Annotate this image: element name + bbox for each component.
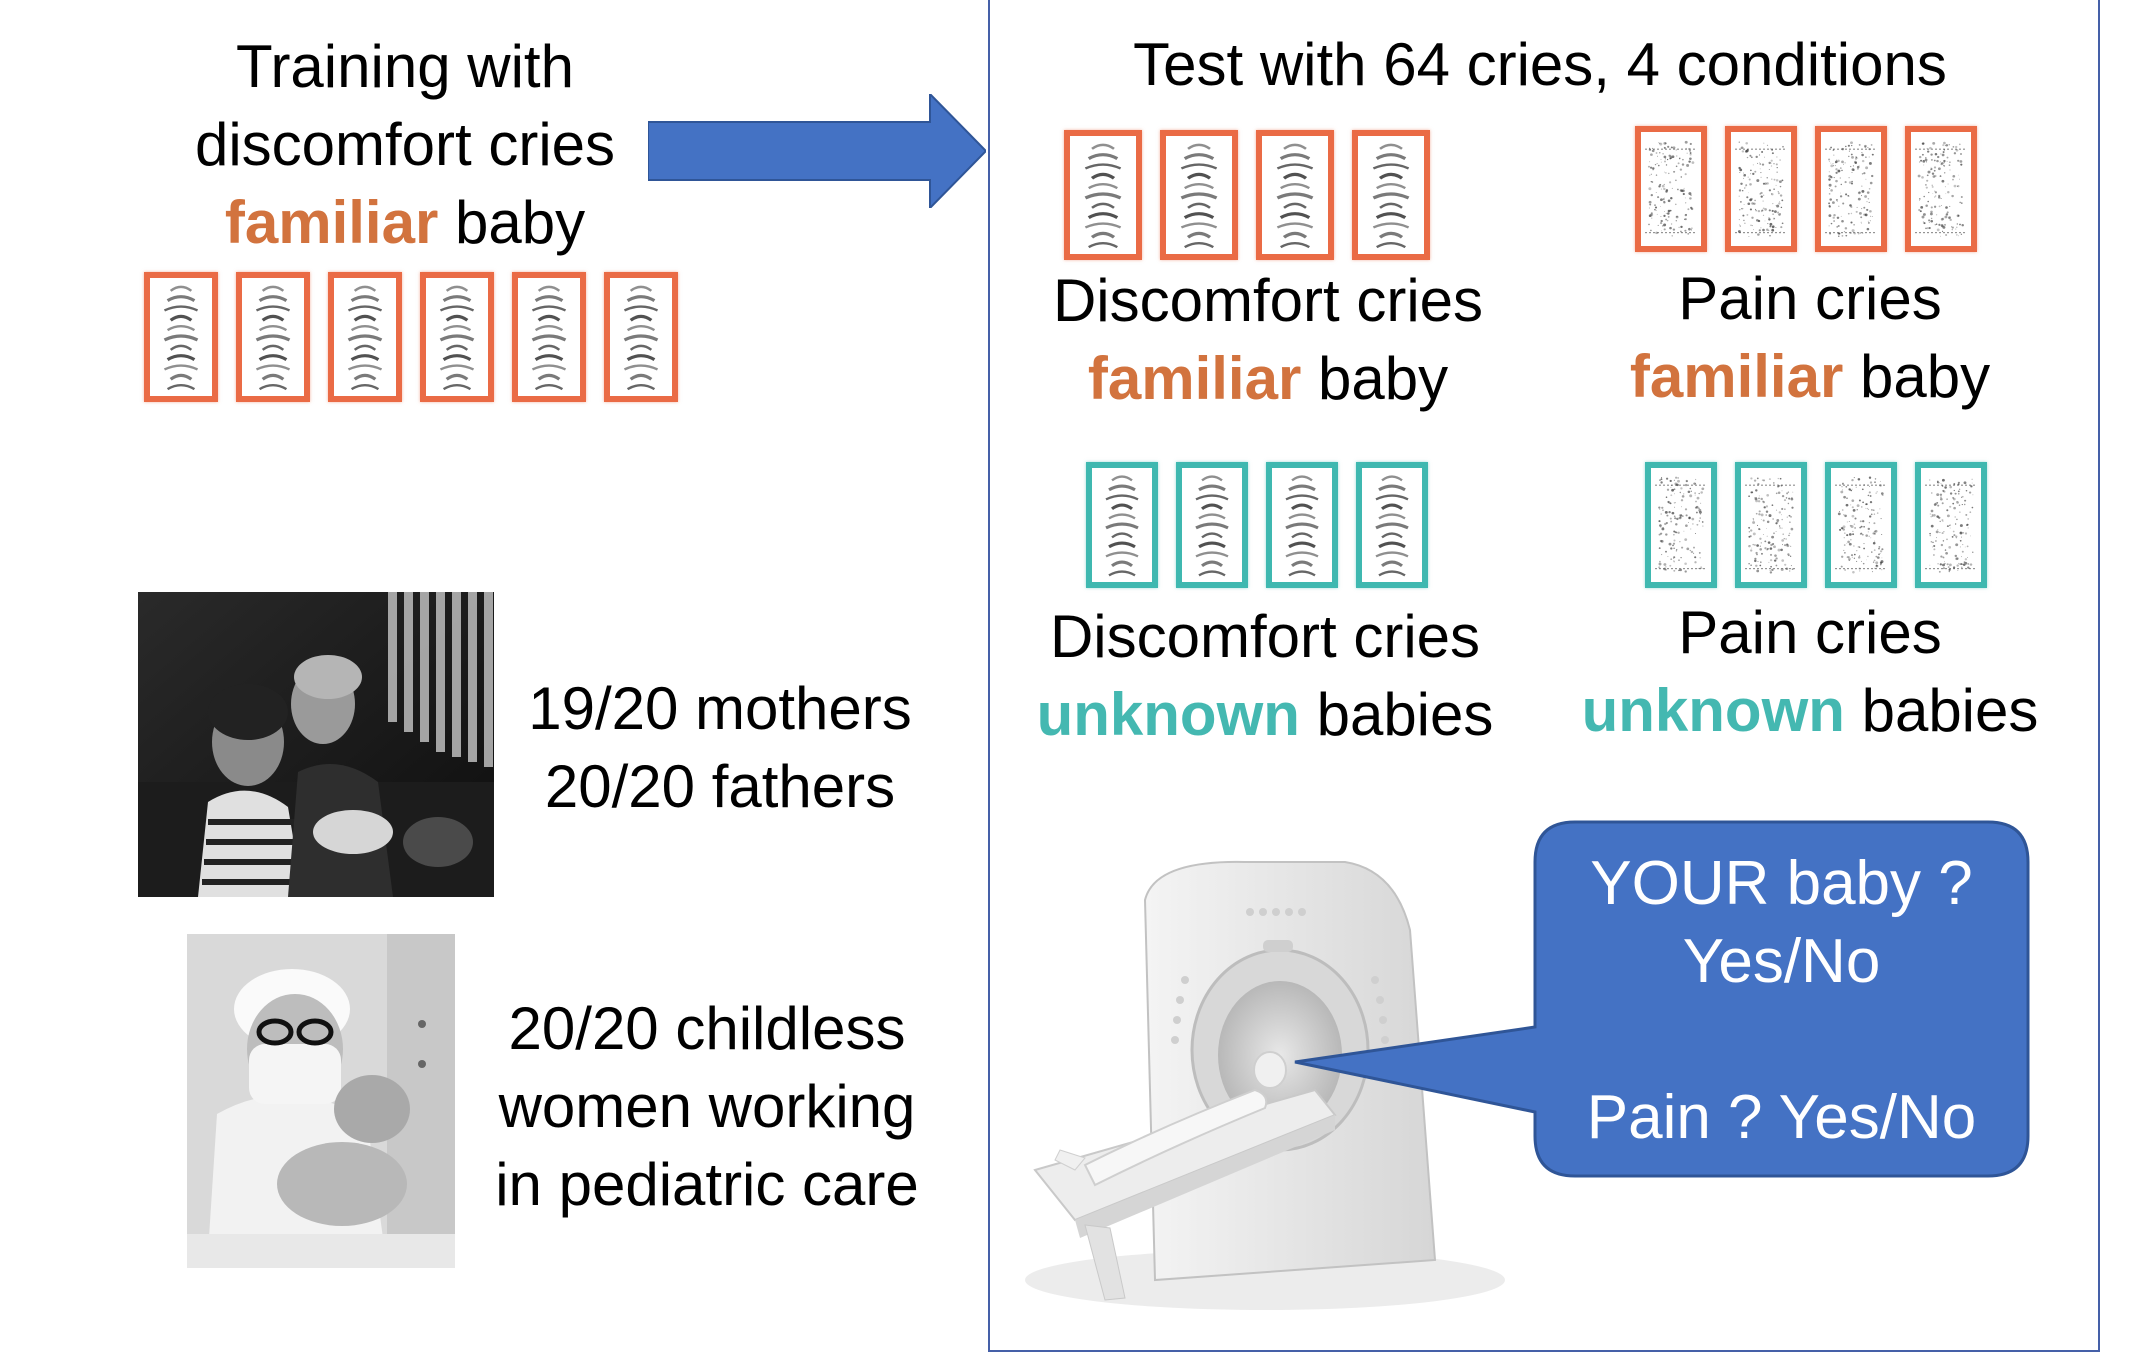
spectrogram-noise-icon xyxy=(1835,476,1887,574)
nurse-photo xyxy=(187,934,455,1268)
care-line-3: in pediatric care xyxy=(495,1151,919,1218)
spectrogram-noise-icon xyxy=(1735,141,1787,237)
condition-title: Discomfort cries xyxy=(1049,603,1481,670)
discomfort-cry-card xyxy=(420,272,494,402)
condition-subtitle: familiar baby xyxy=(1018,340,1518,418)
question-text: YOUR baby ? Yes/No Pain ? Yes/No xyxy=(1535,845,2028,1157)
spectrogram-harmonic-icon xyxy=(531,285,567,391)
spectrogram-noise-icon xyxy=(1925,478,1977,573)
discomfort-cry-card xyxy=(1356,462,1428,588)
condition-subtitle: unknown babies xyxy=(1555,672,2065,750)
condition-discomfort-familiar: Discomfort cries familiar baby xyxy=(1018,262,1518,418)
training-label: Training with discomfort cries familiar … xyxy=(165,28,645,262)
condition-rest: babies xyxy=(1299,681,1494,748)
discomfort-cry-card xyxy=(1176,462,1248,588)
pain-cry-card xyxy=(1735,462,1807,588)
test-panel xyxy=(988,0,2100,1352)
spectrogram-harmonic-icon xyxy=(163,285,199,391)
discomfort-cry-card xyxy=(512,272,586,402)
question-bubble xyxy=(1294,820,2030,1178)
spectrogram-harmonic-icon xyxy=(1084,143,1122,249)
condition-pain-familiar: Pain cries familiar baby xyxy=(1560,260,2060,416)
discomfort-cry-card xyxy=(1352,130,1430,260)
training-line-2: discomfort cries xyxy=(194,111,616,178)
bubble-spacer xyxy=(1535,1001,2028,1079)
spectrogram-noise-icon xyxy=(1655,476,1707,573)
spectrogram-harmonic-icon xyxy=(1195,475,1229,577)
training-cards xyxy=(144,272,678,402)
pediatric-care-label: 20/20 childless women working in pediatr… xyxy=(462,990,952,1224)
spectrogram-harmonic-icon xyxy=(1180,143,1218,249)
parents-label: 19/20 mothers 20/20 fathers xyxy=(500,670,940,826)
pain-cry-card xyxy=(1915,462,1987,588)
pain-cry-card xyxy=(1635,126,1707,252)
spectrogram-noise-icon xyxy=(1645,140,1697,237)
test-title: Test with 64 cries, 4 conditions xyxy=(1133,31,1947,98)
familiar-highlight: familiar xyxy=(1087,345,1302,412)
spectrogram-noise-icon xyxy=(1825,141,1877,237)
condition-subtitle: familiar baby xyxy=(1560,338,2060,416)
your-baby-question: YOUR baby ? xyxy=(1590,849,1973,918)
spectrogram-harmonic-icon xyxy=(1276,143,1314,249)
condition-discomfort-unknown: Discomfort cries unknown babies xyxy=(1010,598,1520,754)
cards-pain-unknown xyxy=(1645,462,1987,588)
spectrogram-noise-icon xyxy=(1745,477,1797,574)
care-line-2: women working xyxy=(498,1073,916,1140)
pain-cry-card xyxy=(1825,462,1897,588)
spectrogram-harmonic-icon xyxy=(255,285,291,391)
condition-title: Discomfort cries xyxy=(1052,267,1484,334)
parents-photo xyxy=(138,592,494,897)
condition-rest: baby xyxy=(1843,343,1991,410)
discomfort-cry-card xyxy=(1256,130,1334,260)
spectrogram-harmonic-icon xyxy=(1285,475,1319,577)
spectrogram-harmonic-icon xyxy=(1105,475,1139,577)
spectrogram-harmonic-icon xyxy=(1375,475,1409,577)
spectrogram-harmonic-icon xyxy=(439,285,475,391)
mothers-count: 19/20 mothers xyxy=(528,675,912,742)
right-arrow-icon xyxy=(648,94,986,208)
training-line-3: familiar baby xyxy=(165,184,645,262)
discomfort-cry-card xyxy=(236,272,310,402)
discomfort-cry-card xyxy=(604,272,678,402)
training-line-1: Training with xyxy=(236,33,574,100)
cards-discomfort-familiar xyxy=(1064,130,1430,260)
condition-subtitle: unknown babies xyxy=(1010,676,1520,754)
pain-cry-card xyxy=(1645,462,1717,588)
unknown-highlight: unknown xyxy=(1581,677,1845,744)
condition-rest: babies xyxy=(1844,677,2039,744)
discomfort-cry-card xyxy=(1160,130,1238,260)
pain-cry-card xyxy=(1905,126,1977,252)
care-line-1: 20/20 childless xyxy=(508,995,906,1062)
yes-no-answer: Yes/No xyxy=(1682,927,1881,996)
condition-title: Pain cries xyxy=(1678,265,1942,332)
condition-pain-unknown: Pain cries unknown babies xyxy=(1555,594,2065,750)
familiar-highlight: familiar xyxy=(1629,343,1844,410)
cards-pain-familiar xyxy=(1635,126,1977,252)
cards-discomfort-unknown xyxy=(1086,462,1428,588)
spectrogram-harmonic-icon xyxy=(1372,143,1410,249)
pain-cry-card xyxy=(1725,126,1797,252)
discomfort-cry-card xyxy=(328,272,402,402)
condition-rest: baby xyxy=(1301,345,1449,412)
spectrogram-harmonic-icon xyxy=(347,285,383,391)
discomfort-cry-card xyxy=(1086,462,1158,588)
discomfort-cry-card xyxy=(144,272,218,402)
discomfort-cry-card xyxy=(1064,130,1142,260)
spectrogram-noise-icon xyxy=(1915,141,1967,237)
condition-title: Pain cries xyxy=(1678,599,1942,666)
spectrogram-harmonic-icon xyxy=(623,285,659,391)
training-baby: baby xyxy=(438,189,586,256)
familiar-highlight: familiar xyxy=(224,189,439,256)
mri-scanner-icon xyxy=(1015,840,1535,1320)
discomfort-cry-card xyxy=(1266,462,1338,588)
fathers-count: 20/20 fathers xyxy=(544,753,896,820)
pain-cry-card xyxy=(1815,126,1887,252)
pain-question: Pain ? Yes/No xyxy=(1586,1083,1977,1152)
unknown-highlight: unknown xyxy=(1036,681,1300,748)
